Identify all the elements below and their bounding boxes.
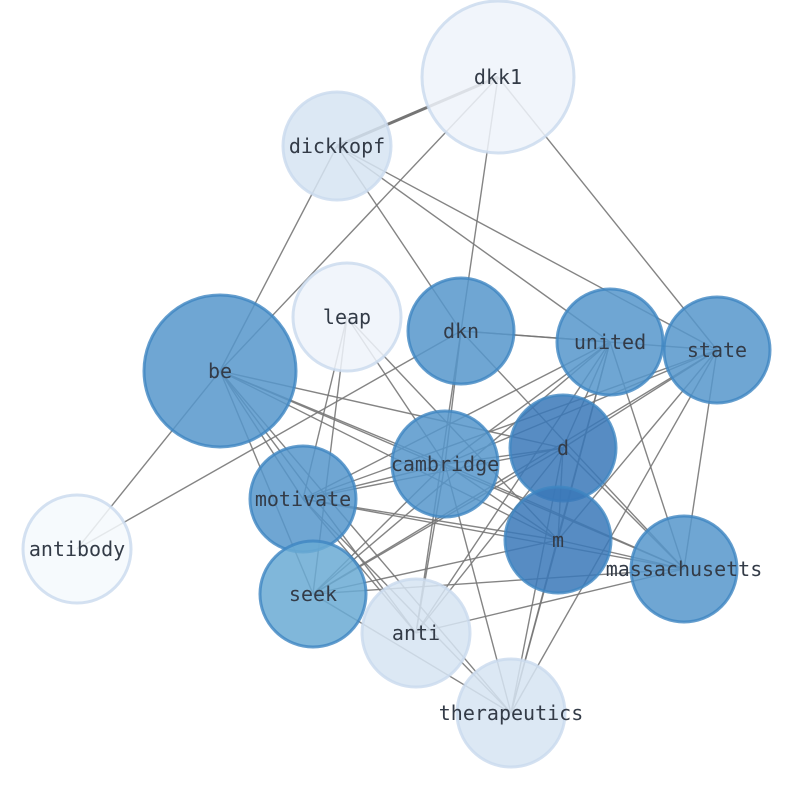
node-label-state: state	[687, 338, 747, 362]
node-label-be: be	[208, 359, 232, 383]
edge-seek-massachusetts	[312, 568, 685, 595]
node-united	[555, 287, 665, 397]
node-dkk1	[420, 0, 576, 155]
node-therapeutics	[455, 657, 567, 769]
node-massachusetts	[629, 514, 739, 624]
edge-dickkopf-united	[336, 145, 611, 343]
node-anti	[360, 577, 472, 689]
node-label-leap: leap	[323, 305, 371, 329]
node-label-m: m	[552, 528, 564, 552]
edge-state-therapeutics	[510, 349, 718, 714]
edge-motivate-massachusetts	[302, 498, 685, 570]
node-cambridge	[390, 409, 500, 519]
node-leap	[291, 261, 403, 373]
node-label-dickkopf: dickkopf	[289, 134, 385, 158]
node-label-dkk1: dkk1	[474, 65, 522, 89]
node-label-cambridge: cambridge	[391, 452, 499, 476]
node-seek	[258, 539, 368, 649]
node-be	[142, 293, 298, 449]
node-dkn	[406, 276, 516, 386]
node-state	[662, 295, 772, 405]
node-label-anti: anti	[392, 621, 440, 645]
node-layer	[21, 0, 772, 769]
node-label-united: united	[574, 330, 646, 354]
node-label-therapeutics: therapeutics	[439, 701, 584, 725]
label-layer: dkk1 dickkopf leap dkn united state be cambridg…	[29, 65, 762, 725]
node-label-massachusetts: massachusetts	[606, 557, 763, 581]
node-dickkopf	[281, 90, 393, 202]
node-label-seek: seek	[289, 582, 337, 606]
node-label-antibody: antibody	[29, 537, 125, 561]
node-label-motivate: motivate	[255, 487, 351, 511]
node-antibody	[21, 493, 133, 605]
node-label-dkn: dkn	[443, 319, 479, 343]
node-label-d: d	[557, 436, 569, 460]
edge-dkn-antibody	[76, 330, 462, 550]
node-m	[503, 485, 613, 595]
